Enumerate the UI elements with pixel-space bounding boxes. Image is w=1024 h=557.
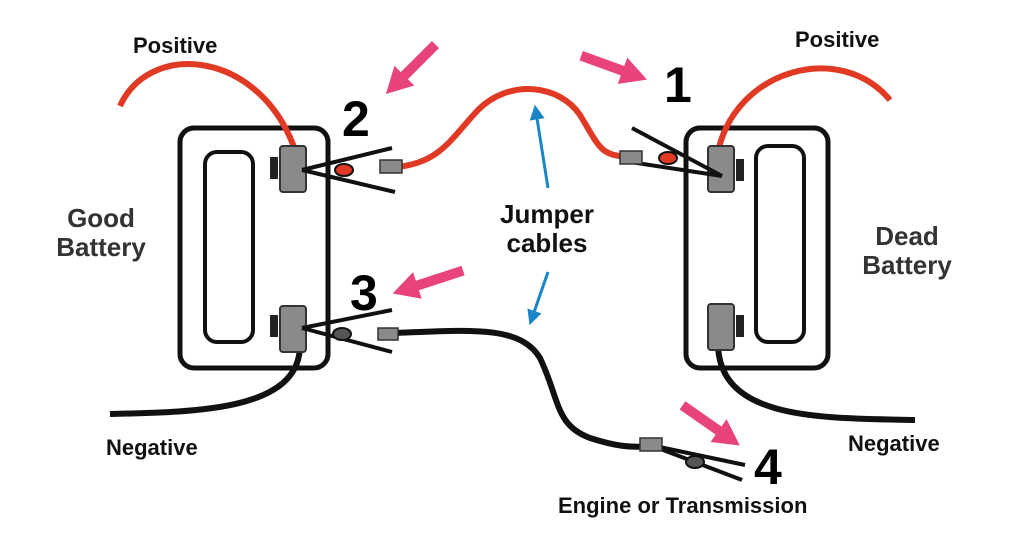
dead-battery-positive-cable: [715, 65, 893, 153]
step-number-1: 1: [664, 57, 692, 113]
step-arrow-4: [679, 401, 740, 446]
black-jumper-cable: [394, 327, 651, 450]
dead-battery-label-line1: Dead: [875, 221, 939, 251]
step-arrow-1: [579, 50, 647, 84]
red-jumper-cable: [397, 86, 629, 170]
clamp-good-negative: [301, 308, 399, 354]
clamp-ground: [639, 437, 746, 482]
dead-battery-negative-cable: [715, 344, 916, 423]
dead-battery-negative-terminal: [707, 303, 744, 351]
ground-label: Engine or Transmission: [558, 493, 808, 518]
jumper-cables-label: Jumper cables: [482, 200, 612, 257]
good-battery-negative-terminal: [270, 305, 307, 353]
negative-label-left: Negative: [106, 435, 198, 460]
step-arrow-2: [385, 41, 439, 95]
step-arrow-3: [392, 265, 465, 299]
clamp-dead-positive: [619, 126, 723, 178]
positive-label-left: Positive: [133, 33, 218, 58]
jumper-cables-label-line2: cables: [506, 227, 588, 258]
jumper-pointer-arrow-up: [529, 104, 550, 189]
positive-label-right: Positive: [795, 27, 880, 52]
good-battery-negative-cable: [109, 344, 303, 417]
good-battery-label-line2: Battery: [56, 231, 146, 262]
step-number-4: 4: [754, 439, 782, 495]
negative-label-right: Negative: [848, 431, 940, 456]
jumper-pointer-arrow-down: [527, 271, 550, 326]
good-battery-label: Good Battery: [36, 204, 166, 261]
good-battery-positive-cable: [117, 61, 298, 151]
dead-battery-label: Dead Battery: [842, 222, 972, 279]
good-battery-label-line1: Good: [67, 203, 135, 233]
clamp-good-positive: [301, 146, 403, 194]
jumper-cables-label-line1: Jumper: [500, 199, 594, 229]
step-number-2: 2: [342, 91, 370, 147]
step-number-3: 3: [350, 265, 378, 321]
dead-battery-label-line2: Battery: [862, 249, 952, 280]
